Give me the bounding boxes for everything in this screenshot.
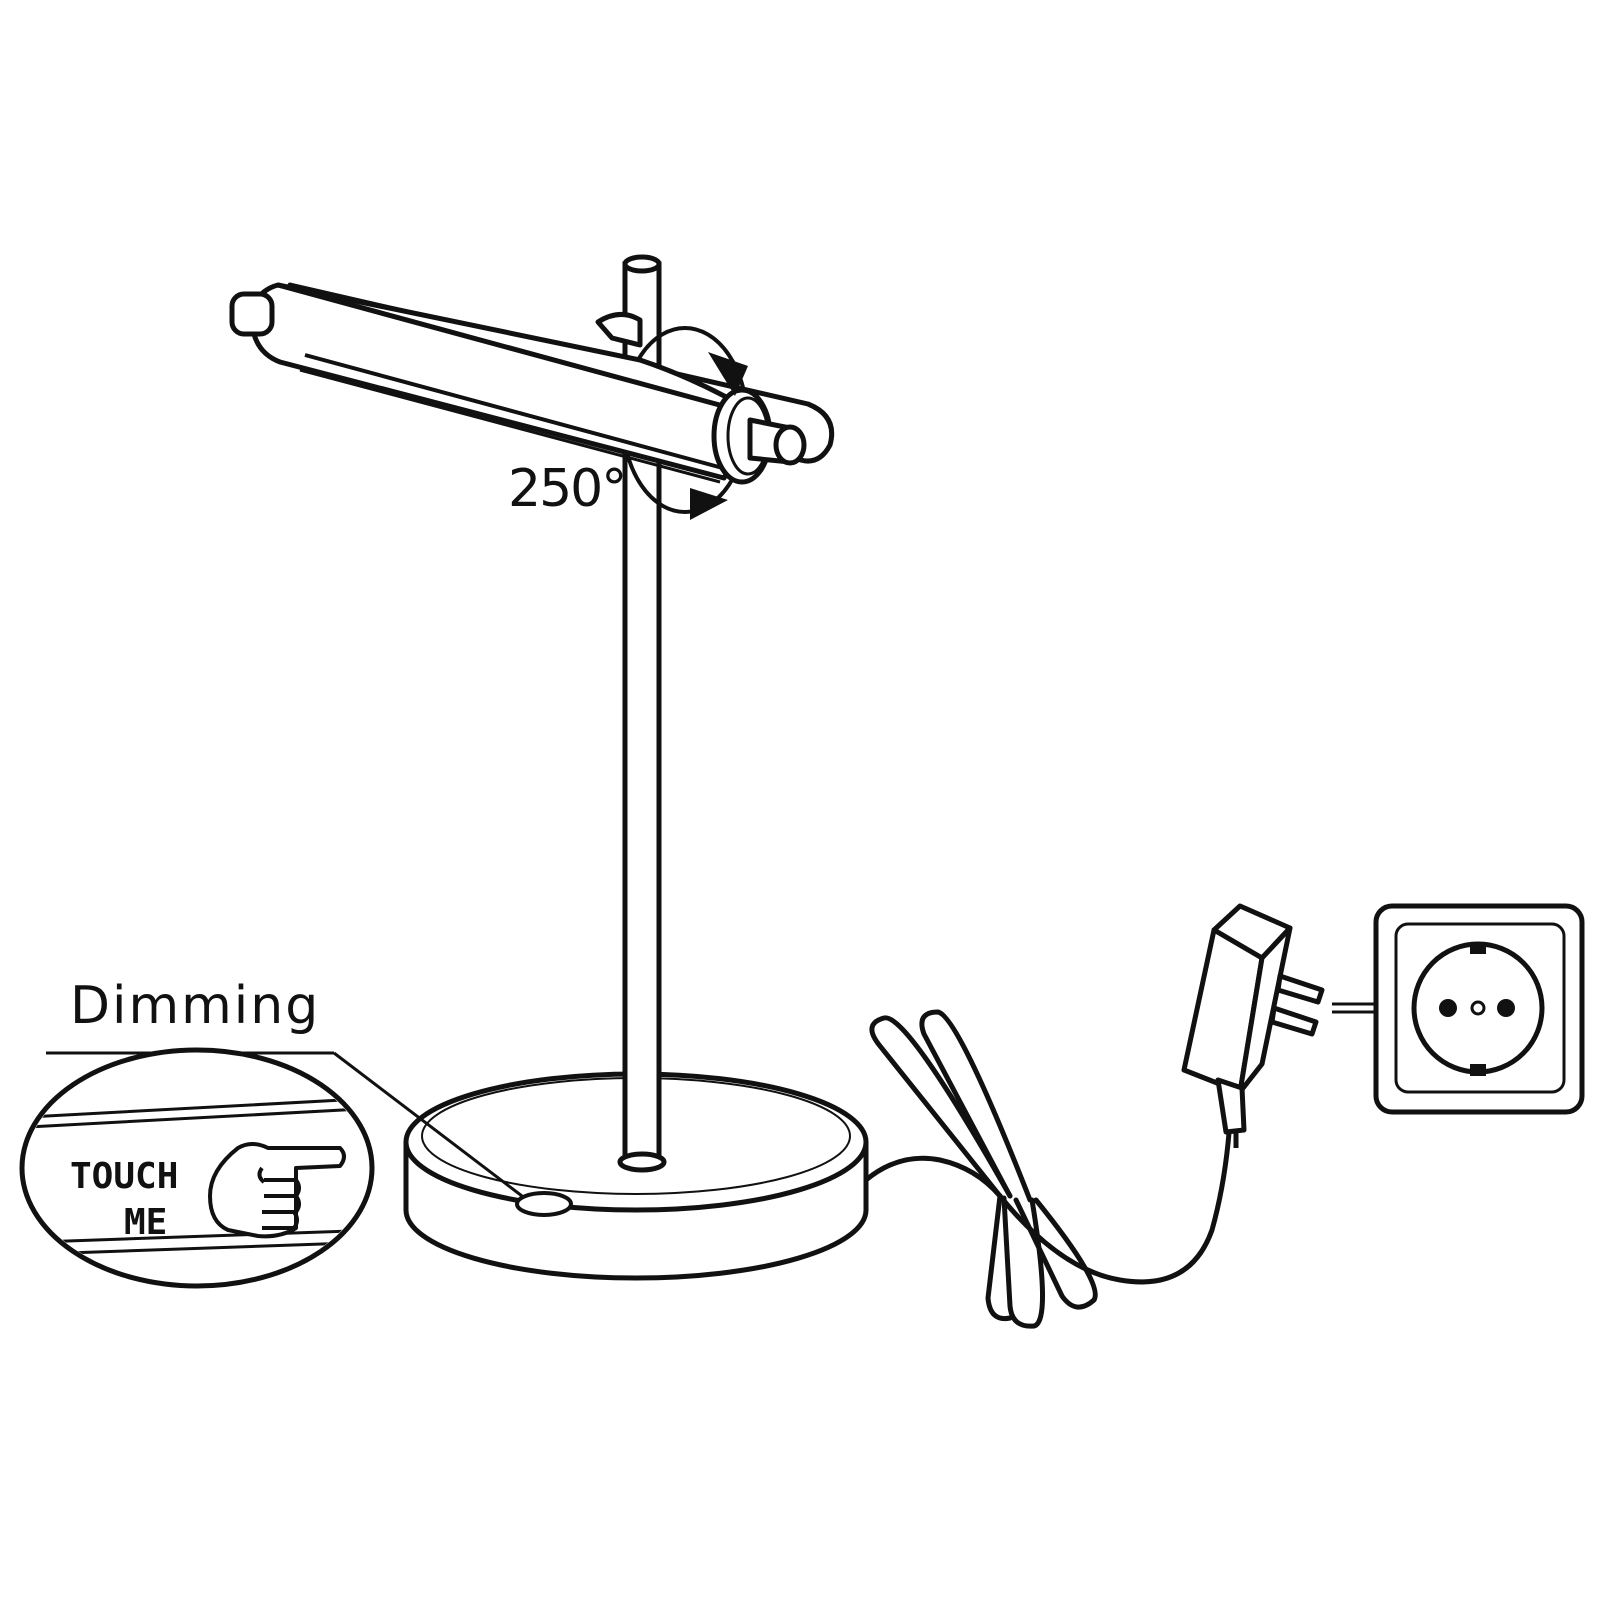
power-adapter xyxy=(1181,903,1325,1148)
rotation-arrow-bottom xyxy=(690,488,728,520)
touch-label-line2: ME xyxy=(124,1202,167,1243)
pointing-hand-icon xyxy=(208,1142,346,1239)
lamp-base xyxy=(403,1071,869,1281)
dimming-label: Dimming xyxy=(70,976,320,1036)
touch-me-inset: TOUCH ME xyxy=(19,1047,375,1289)
rotation-angle-label: 250° xyxy=(508,459,625,519)
power-cord xyxy=(863,1009,1233,1329)
touch-dimmer-button xyxy=(515,1191,573,1217)
dimming-leader-line xyxy=(333,1051,523,1198)
wall-socket xyxy=(1373,903,1585,1115)
rotation-arrow-top xyxy=(708,352,748,396)
touch-label-line1: TOUCH xyxy=(70,1156,178,1197)
lamp-head xyxy=(229,282,835,485)
